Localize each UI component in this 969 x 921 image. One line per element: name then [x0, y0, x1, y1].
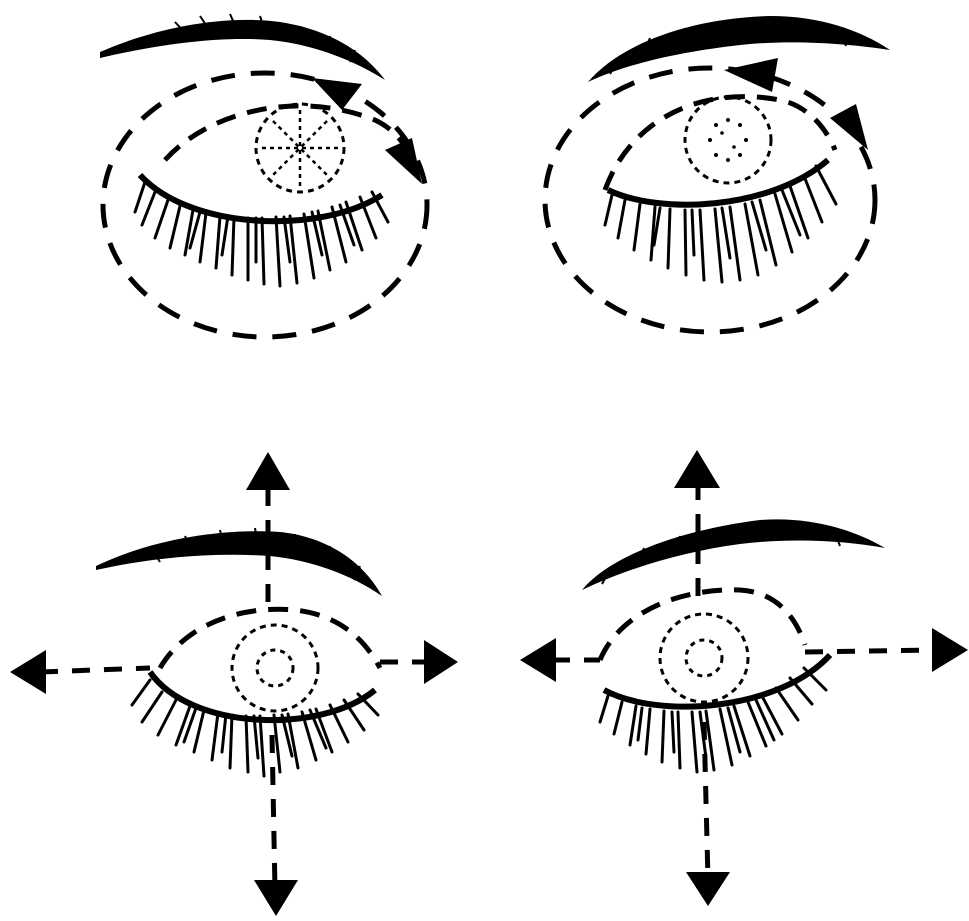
- arrow-left-icon: [10, 650, 46, 694]
- arrow-up-icon: [674, 450, 720, 488]
- iris-dotted: [256, 104, 344, 192]
- eyebrow: [582, 519, 885, 590]
- rotation-arrow-head-2: [830, 104, 868, 150]
- eye-panel-top-right: [545, 16, 890, 332]
- arrow-down-icon: [254, 880, 298, 916]
- eyebrow: [100, 20, 385, 80]
- iris-dots: [708, 118, 748, 162]
- iris-dotted: [232, 625, 318, 711]
- pupil-dotted: [686, 640, 722, 676]
- upper-eyelid: [600, 590, 805, 660]
- iris-rays: [262, 110, 338, 186]
- arrow-up-icon: [246, 452, 290, 490]
- iris-dotted: [685, 97, 771, 183]
- eyelashes: [605, 166, 836, 282]
- arrow-left-icon: [520, 638, 556, 682]
- arrow-right-icon: [424, 640, 458, 684]
- pupil-dotted: [257, 650, 293, 686]
- arrow-right-icon: [932, 628, 968, 672]
- eye-panel-bottom-left: [10, 452, 458, 916]
- eye-panel-top-left: [100, 14, 427, 337]
- rotation-arrow-head-1: [724, 58, 778, 92]
- upper-eyelid: [160, 609, 380, 668]
- outer-rotation-path: [545, 68, 875, 332]
- rotation-arrow-head-2: [385, 138, 422, 184]
- lower-lash-line: [140, 175, 382, 221]
- eyebrow: [96, 531, 382, 596]
- iris-dotted: [660, 614, 748, 702]
- arrow-down-icon: [686, 872, 730, 906]
- upper-eyelid: [165, 106, 412, 160]
- eye-panel-bottom-right: [520, 450, 968, 906]
